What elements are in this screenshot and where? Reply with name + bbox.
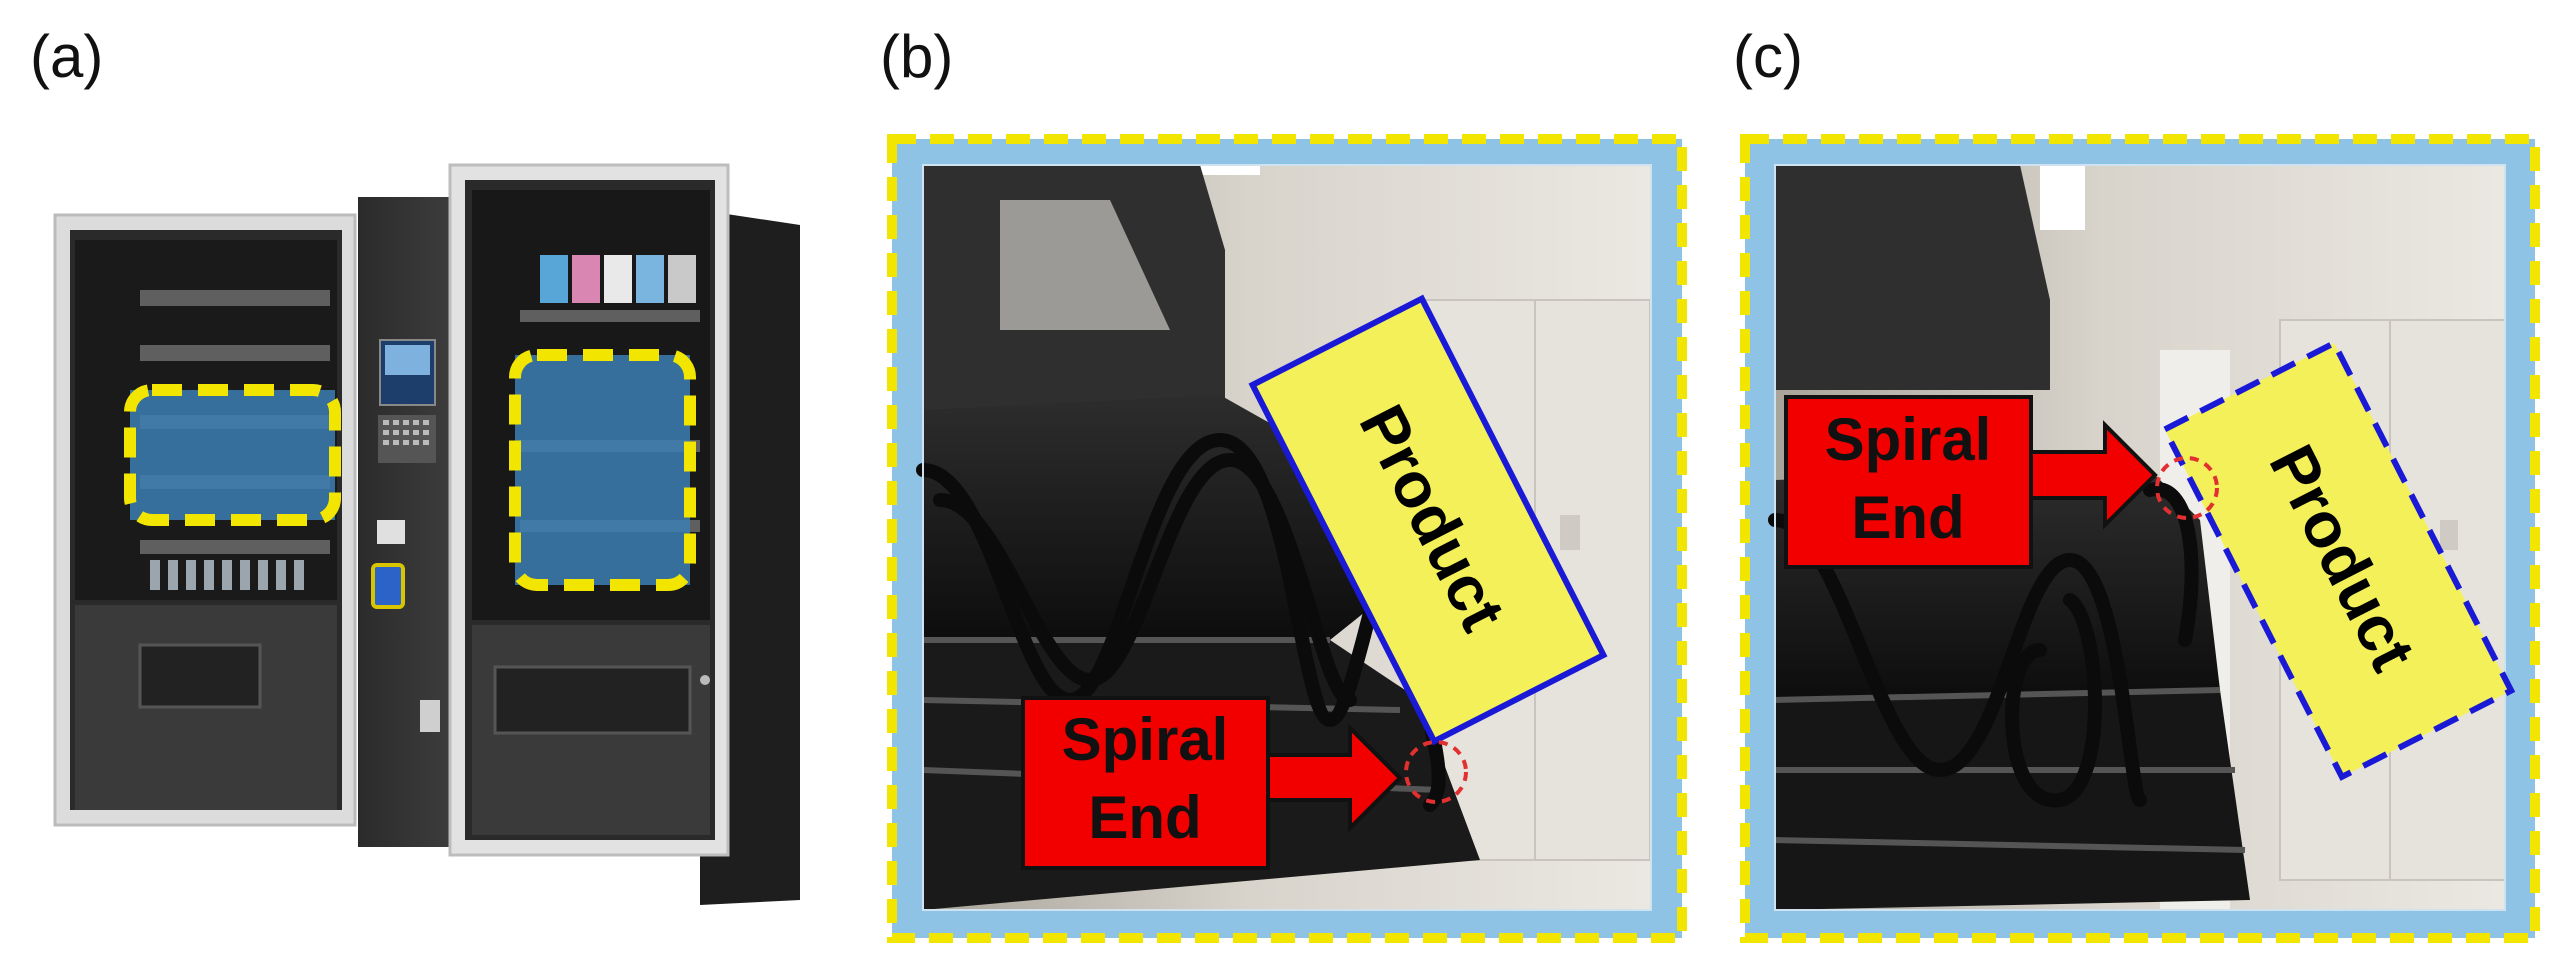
panel-b-product-box: Product <box>1248 294 1608 746</box>
panel-c-spiral-line1: Spiral <box>1825 406 1992 473</box>
vending-machine-illustration <box>53 163 800 905</box>
panel-c-product-box: Product <box>2160 339 2516 781</box>
panel-c-spiral-callout: Spiral End <box>1784 395 2219 569</box>
panel-b-arrow-icon <box>1266 723 1403 833</box>
panel-b-label: (b) <box>880 23 954 90</box>
panel-b-spiral-line2: End <box>1088 784 1201 851</box>
panel-c-label: (c) <box>1733 23 1803 90</box>
panel-c-dashed-border <box>1740 134 2540 943</box>
panel-b-spiral-line1: Spiral <box>1062 706 1229 773</box>
panel-a-label: (a) <box>30 23 104 90</box>
panel-c-arrow-icon <box>2029 420 2158 530</box>
panel-c-spiral-end-circle <box>2155 456 2219 520</box>
panel-b-photo: Product Spiral End <box>887 134 1687 943</box>
panel-c-photo: Product Spiral End <box>1740 134 2540 943</box>
panel-c-spiral-line2: End <box>1851 484 1964 551</box>
panel-b-dashed-border <box>887 134 1687 943</box>
panel-b-spiral-end-circle <box>1404 740 1468 804</box>
panel-b-spiral-callout: Spiral End <box>1021 696 1468 870</box>
